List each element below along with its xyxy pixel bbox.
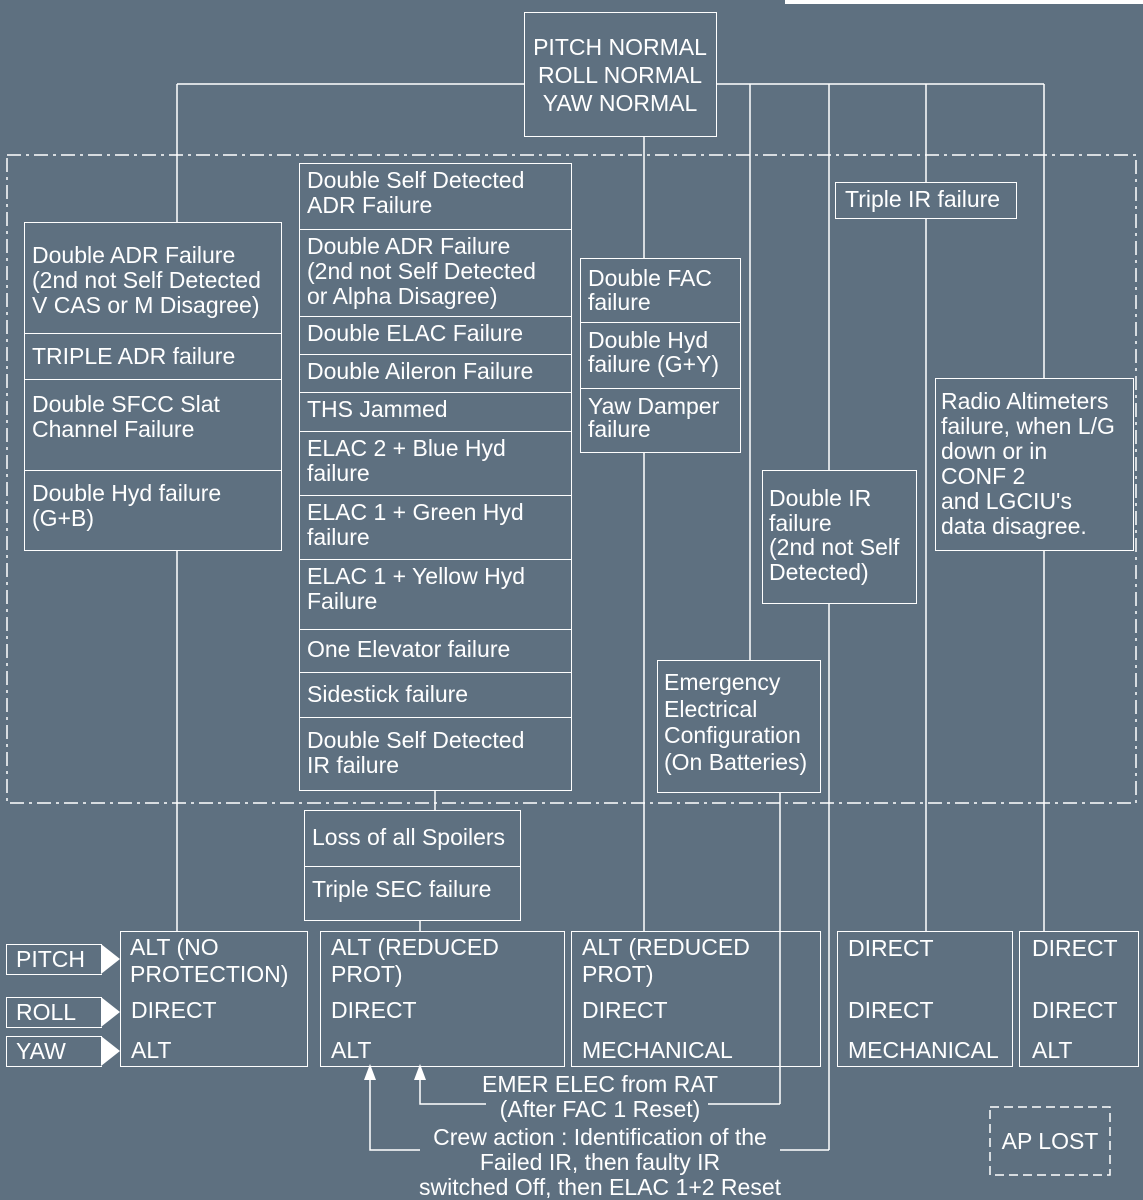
law-box-4: DIRECT DIRECT MECHANICAL bbox=[837, 931, 1013, 1067]
col1-item-3: Double Hyd failure (G+B) bbox=[32, 480, 222, 531]
yaw-arrow bbox=[101, 1036, 120, 1066]
col2-item-2: Double ELAC Failure bbox=[300, 317, 571, 355]
col3-item-0: Double FAC failure bbox=[581, 259, 740, 323]
pitch-axis-label: PITCH bbox=[16, 946, 85, 972]
col2-item-1: Double ADR Failure (2nd not Self Detecte… bbox=[300, 230, 571, 317]
col1-item-0: Double ADR Failure (2nd not Self Detecte… bbox=[25, 223, 281, 334]
spoilers-item-1: Triple SEC failure bbox=[312, 876, 492, 902]
law-4-yaw: MECHANICAL bbox=[848, 1037, 999, 1063]
roll-axis-tag: ROLL bbox=[6, 997, 102, 1028]
law-3-roll: DIRECT bbox=[582, 997, 668, 1023]
col2-item-4: THS Jammed bbox=[300, 393, 571, 432]
triple-ir-box: Triple IR failure bbox=[835, 182, 1017, 219]
triple-ir-text: Triple IR failure bbox=[845, 186, 1001, 212]
law-5-roll: DIRECT bbox=[1032, 997, 1118, 1023]
spoilers-box: Loss of all Spoilers Triple SEC failure bbox=[304, 810, 521, 921]
law-box-5: DIRECT DIRECT ALT bbox=[1019, 931, 1139, 1067]
rat-note: EMER ELEC from RAT (After FAC 1 Reset) bbox=[482, 1071, 718, 1122]
law-2-yaw: ALT bbox=[331, 1037, 372, 1063]
col2-item-9: Sidestick failure bbox=[300, 673, 571, 718]
rat-arrow-line bbox=[419, 1075, 486, 1105]
normal-law-box: PITCH NORMAL ROLL NORMAL YAW NORMAL bbox=[524, 12, 717, 137]
col3-failure-box: Double FAC failure Double Hyd failure (G… bbox=[580, 258, 741, 453]
law-box-3: ALT (REDUCED PROT) DIRECT MECHANICAL bbox=[571, 931, 821, 1067]
roll-arrow bbox=[101, 997, 120, 1027]
emer-elec-box: Emergency Electrical Configuration (On B… bbox=[657, 660, 821, 793]
pitch-arrow bbox=[101, 944, 120, 974]
col2-item-10: Double Self Detected IR failure bbox=[307, 727, 525, 778]
roll-axis-label: ROLL bbox=[16, 999, 77, 1025]
ap-lost-label: AP LOST bbox=[1001, 1128, 1099, 1154]
top-edge-strip bbox=[785, 0, 1143, 4]
law-box-2: ALT (REDUCED PROT) DIRECT ALT bbox=[320, 931, 565, 1067]
ap-lost-frame bbox=[989, 1106, 1111, 1176]
emer-elec-text: Emergency Electrical Configuration (On B… bbox=[664, 669, 808, 775]
law-2-pitch: ALT (REDUCED PROT) bbox=[331, 934, 499, 987]
law-1-roll: DIRECT bbox=[131, 997, 217, 1023]
crew-action-note: Crew action : Identification of the Fail… bbox=[418, 1124, 782, 1200]
law-5-yaw: ALT bbox=[1032, 1037, 1073, 1063]
col3-item-1: Double Hyd failure (G+Y) bbox=[581, 323, 740, 389]
col2-item-5: ELAC 2 + Blue Hyd failure bbox=[300, 432, 571, 496]
normal-law-text: PITCH NORMAL ROLL NORMAL YAW NORMAL bbox=[533, 34, 707, 116]
radio-alt-box: Radio Altimeters failure, when L/G down … bbox=[935, 378, 1134, 551]
col2-item-3: Double Aileron Failure bbox=[300, 355, 571, 393]
law-2-roll: DIRECT bbox=[331, 997, 417, 1023]
col2-item-8: One Elevator failure bbox=[300, 630, 571, 673]
law-4-pitch: DIRECT bbox=[848, 935, 934, 961]
yaw-axis-label: YAW bbox=[16, 1038, 66, 1064]
law-1-pitch: ALT (NO PROTECTION) bbox=[130, 934, 289, 987]
law-4-roll: DIRECT bbox=[848, 997, 934, 1023]
rat-arrowhead bbox=[414, 1064, 426, 1080]
double-ir-text: Double IR failure (2nd not Self Detected… bbox=[769, 485, 900, 585]
col1-failure-box: Double ADR Failure (2nd not Self Detecte… bbox=[24, 222, 282, 551]
col1-item-2: Double SFCC Slat Channel Failure bbox=[25, 380, 281, 471]
alternate-law-region bbox=[6, 154, 1137, 804]
spoilers-item-0: Loss of all Spoilers bbox=[305, 811, 520, 867]
law-box-1: ALT (NO PROTECTION) DIRECT ALT bbox=[120, 931, 308, 1067]
law-3-yaw: MECHANICAL bbox=[582, 1037, 733, 1063]
col2-item-0: Double Self Detected ADR Failure bbox=[300, 164, 571, 230]
col2-item-7: ELAC 1 + Yellow Hyd Failure bbox=[300, 560, 571, 630]
radio-alt-text: Radio Altimeters failure, when L/G down … bbox=[941, 388, 1115, 539]
col2-failure-box: Double Self Detected ADR Failure Double … bbox=[299, 163, 572, 791]
law-1-yaw: ALT bbox=[131, 1037, 172, 1063]
crew-arrow-line bbox=[369, 1075, 420, 1151]
pitch-axis-tag: PITCH bbox=[6, 944, 102, 975]
col2-item-6: ELAC 1 + Green Hyd failure bbox=[300, 496, 571, 560]
col1-item-1: TRIPLE ADR failure bbox=[25, 334, 281, 380]
yaw-axis-tag: YAW bbox=[6, 1036, 102, 1067]
col3-item-2: Yaw Damper failure bbox=[588, 393, 720, 442]
crew-arrowhead bbox=[364, 1064, 376, 1080]
law-3-pitch: ALT (REDUCED PROT) bbox=[582, 934, 750, 987]
law-5-pitch: DIRECT bbox=[1032, 935, 1118, 961]
double-ir-box: Double IR failure (2nd not Self Detected… bbox=[762, 470, 917, 604]
